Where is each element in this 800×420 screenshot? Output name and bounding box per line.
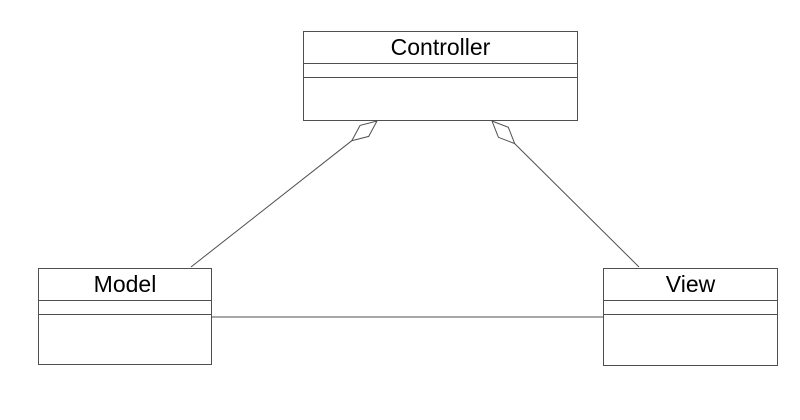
attributes-compartment-model	[39, 301, 211, 315]
class-name-controller: Controller	[304, 32, 577, 64]
class-name-model: Model	[39, 269, 211, 301]
attributes-compartment-view	[604, 301, 777, 315]
edge-controller-view	[514, 143, 640, 268]
class-box-controller: Controller	[303, 31, 578, 121]
aggregation-diamond-controller-view-icon	[491, 120, 516, 145]
attributes-compartment-controller	[304, 64, 577, 78]
class-box-model: Model	[38, 268, 212, 365]
operations-compartment-view	[604, 315, 777, 365]
class-box-view: View	[603, 268, 778, 366]
aggregation-diamond-controller-model-icon	[350, 120, 378, 142]
operations-compartment-model	[39, 315, 211, 364]
class-name-view: View	[604, 269, 777, 301]
edge-controller-model	[190, 140, 353, 268]
operations-compartment-controller	[304, 78, 577, 120]
